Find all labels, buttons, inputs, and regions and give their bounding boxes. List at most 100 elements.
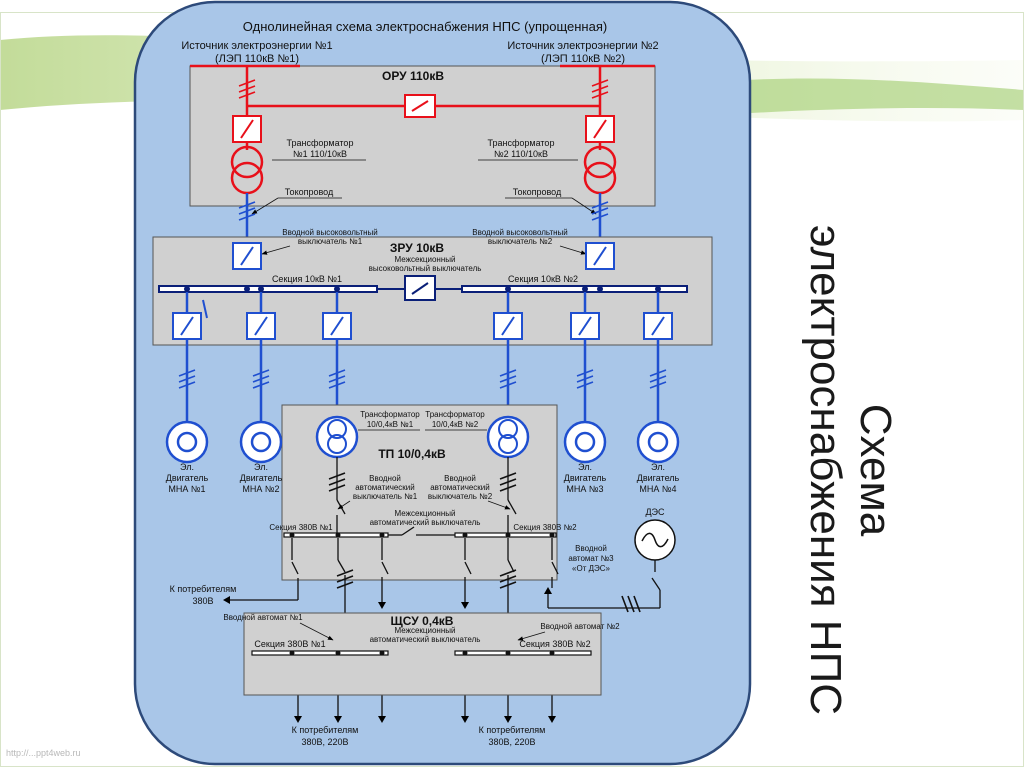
oru-box [189,65,656,207]
shsu-title: ЩСУ 0,4кВ [391,614,454,628]
zru-section2-label: Секция 10кВ №2 [508,274,578,284]
tp-section2-label: Секция 380В №2 [513,523,577,532]
bus-10kv-1 [158,285,378,293]
busduct2-label: Токопровод [513,187,562,197]
consumers-right-l2: 380В, 220В [488,737,535,747]
zru-input-breaker-1 [232,242,262,270]
source1-label: Источник электроэнергии №1 [181,40,332,52]
tp-in1-l1: Вводной [369,474,401,483]
feeder-breaker-3 [322,312,352,340]
zru-input1-label: Вводной высоковольтный [282,228,378,237]
consumers-right-l1: К потребителям [479,725,546,735]
tp-in2-l1: Вводной [444,474,476,483]
motor-icon-1 [165,420,209,464]
hv-110-lines [190,64,655,150]
feeder-breaker-2 [246,312,276,340]
motor1-l3: МНА №1 [168,484,205,494]
tp-section1-label: Секция 380В №1 [269,523,333,532]
shsu-in1: Вводной автомат №1 [223,613,303,622]
motor-icon-3 [563,420,607,464]
des-label: ДЭС [645,507,665,517]
feeder-breaker-5 [570,312,600,340]
transformer-tp-2 [486,415,530,459]
zru-title: ЗРУ 10кВ [390,241,445,255]
tp-tie-l2: автоматический выключатель [370,518,481,527]
callout-arrow [251,197,279,215]
transformer2-rating: №2 110/10кВ [494,149,548,159]
feeder-breaker-1 [172,312,202,340]
zru-input1-sub: выключатель №1 [298,237,363,246]
motor2-l2: Двигатель [240,473,283,483]
tp-title: ТП 10/0,4кВ [378,447,446,461]
callout-arrow [261,245,291,255]
side-title-line1: Схема [851,403,900,537]
side-title-line2: электроснабжения НПС [801,225,850,715]
consumers-left-l1: К потребителям [292,725,359,735]
transformer1-label: Трансформатор [287,138,354,148]
motor3-l1: Эл. [578,462,592,472]
oru-tie-breaker [404,94,436,118]
motor1-l1: Эл. [180,462,194,472]
oru-title: ОРУ 110кВ [382,69,444,83]
source2-sub: (ЛЭП 110кВ №2) [541,53,625,65]
side-title: Схема электроснабжения НПС [800,225,900,715]
source2-label: Источник электроэнергии №2 [507,40,658,52]
des-in-l2: автомат №3 [568,554,614,563]
tp-tr2-l2: 10/0,4кВ №2 [432,420,479,429]
oru-breaker-1 [232,115,262,143]
bus-nodes [184,286,661,292]
motor-icon-2 [239,420,283,464]
shsu-in2: Вводной автомат №2 [540,622,620,631]
zru-section1-label: Секция 10кВ №1 [272,274,342,284]
zru-input-breaker-2 [585,242,615,270]
bus-10kv-2 [461,285,688,293]
source1-sub: (ЛЭП 110кВ №1) [215,53,299,65]
zru-input2-label: Вводной высоковольтный [472,228,568,237]
mv-feeders [185,292,660,425]
motor4-l2: Двигатель [637,473,680,483]
shsu-section1-label: Секция 380В №1 [254,639,325,649]
transformer-tp-1 [315,415,359,459]
feeder-breaker-6 [643,312,673,340]
des-in-l1: Вводной [575,544,607,553]
tp-tie-l1: Межсекционный [395,509,456,518]
oru-breaker-2 [585,115,615,143]
consumers-380-l1: К потребителям [170,584,237,594]
feeder-breaker-4 [493,312,523,340]
watermark: http://...ppt4web.ru [6,748,81,758]
motor2-l1: Эл. [254,462,268,472]
shsu-section2-label: Секция 380В №2 [519,639,590,649]
motor1-l2: Двигатель [166,473,209,483]
consumers-380-l2: 380В [192,596,213,606]
motor-icon-4 [636,420,680,464]
shsu-tie-l1: Межсекционный [395,626,456,635]
motor4-l1: Эл. [651,462,665,472]
tp-in2-l3: выключатель №2 [428,492,493,501]
zru-tie-label: Межсекционный [395,255,456,264]
des-in-l3: «От ДЭС» [572,564,611,573]
zru-tie-breaker [404,275,436,301]
tp-in1-l3: выключатель №1 [353,492,418,501]
motor3-l2: Двигатель [564,473,607,483]
generator-icon [634,519,676,561]
motor3-l3: МНА №3 [566,484,603,494]
callout-arrow [571,197,597,215]
callout-arrow [559,245,587,255]
diagram-title: Однолинейная схема электроснабжения НПС … [243,19,607,34]
tp-in1-l2: автоматический [355,483,415,492]
transformer1-rating: №1 110/10кВ [293,149,347,159]
transformer2-label: Трансформатор [488,138,555,148]
consumers-left-l2: 380В, 220В [301,737,348,747]
busduct1-label: Токопровод [285,187,334,197]
zru-input2-sub: выключатель №2 [488,237,553,246]
tp-in2-l2: автоматический [430,483,490,492]
bus-380v-shsu-1 [251,650,389,656]
feeder-disconnect [202,299,208,319]
motor2-l3: МНА №2 [242,484,279,494]
bus-380v-shsu-2 [454,650,592,656]
zru-tie-sub: высоковольтный выключатель [369,264,482,273]
shsu-tie-l2: автоматический выключатель [370,635,481,644]
tp-tr1-l1: Трансформатор [360,410,420,419]
tp-tr1-l2: 10/0,4кВ №1 [367,420,414,429]
